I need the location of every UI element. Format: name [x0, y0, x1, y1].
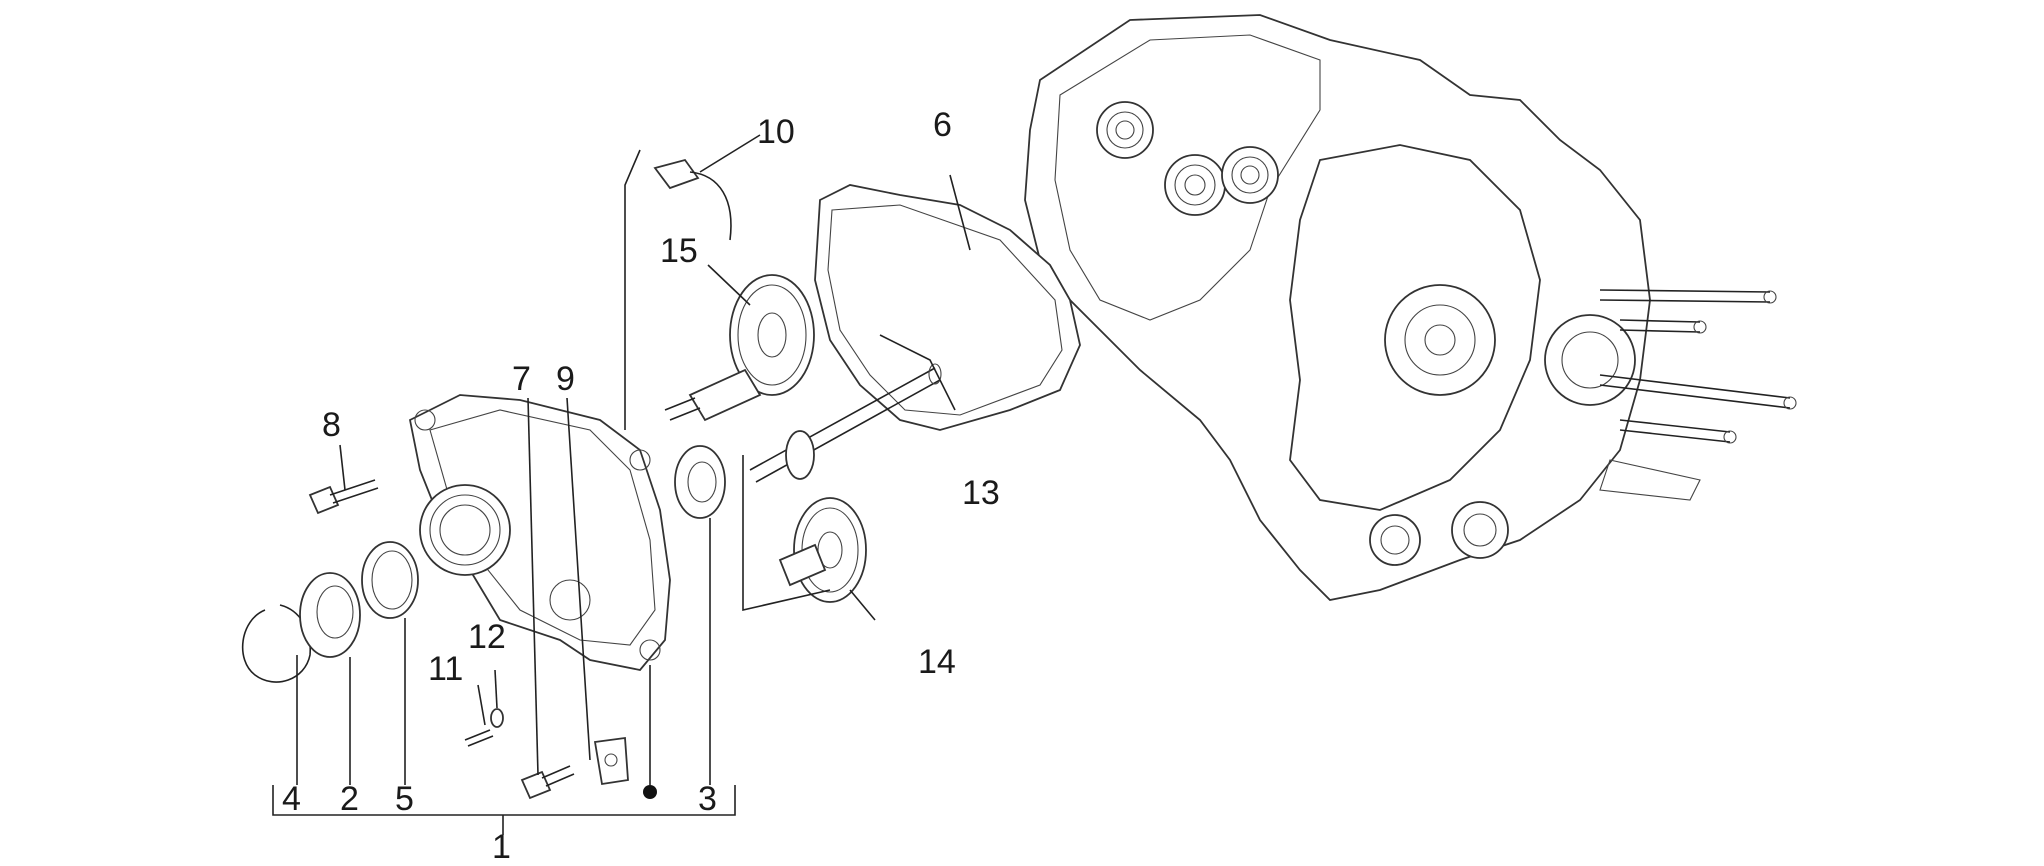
shaft-13 — [749, 363, 942, 483]
callout-5: 5 — [395, 780, 414, 818]
callout-9: 9 — [556, 360, 575, 398]
bearing-3 — [674, 445, 726, 519]
callout-6: 6 — [933, 106, 952, 144]
callout-4: 4 — [282, 780, 301, 818]
callout-8: 8 — [322, 406, 341, 444]
callout-10: 10 — [757, 113, 795, 151]
leader-lines — [272, 134, 971, 835]
callout-11: 11 — [428, 650, 464, 688]
bolt-8 — [308, 479, 379, 515]
gear-15 — [664, 274, 815, 422]
callout-12: 12 — [468, 618, 506, 656]
callout-15: 15 — [660, 232, 698, 270]
callout-13: 13 — [962, 474, 1000, 512]
reference-dot — [643, 785, 657, 799]
breather-10 — [653, 158, 700, 190]
callout-1: 1 — [492, 828, 511, 866]
gasket — [814, 184, 1081, 431]
bearing-2 — [299, 572, 361, 658]
transmission-cover — [408, 394, 671, 671]
callout-3: 3 — [698, 780, 717, 818]
seal-ring — [361, 541, 419, 619]
bracket-9 — [593, 736, 629, 786]
callout-14: 14 — [918, 643, 956, 681]
crankcase — [1024, 14, 1797, 601]
gear-14 — [778, 497, 867, 603]
screw-11 — [464, 708, 504, 747]
callout-2: 2 — [340, 780, 359, 818]
callout-7: 7 — [512, 360, 531, 398]
bolt-7 — [520, 765, 575, 800]
